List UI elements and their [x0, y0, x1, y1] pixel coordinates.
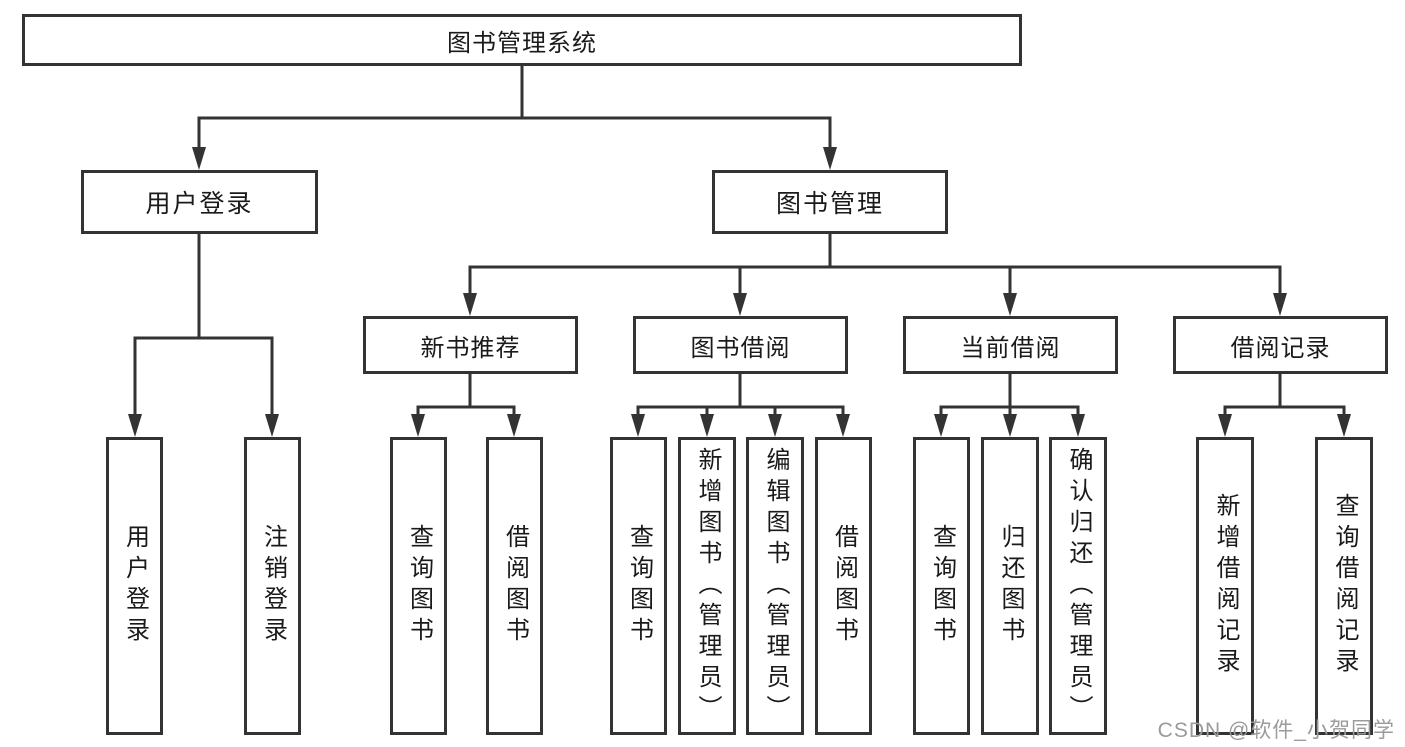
leaf-borrow-book-recommend-label: 借阅图书	[501, 524, 529, 648]
leaf-query-book-current-label: 查询图书	[928, 524, 956, 648]
leaf-add-borrow-record-label: 新增借阅记录	[1212, 493, 1239, 679]
node-root-system: 图书管理系统	[22, 14, 1022, 66]
leaf-borrow-book-label: 借阅图书	[830, 524, 858, 648]
leaf-logout-label: 注销登录	[259, 524, 287, 648]
leaf-return-book: 归还图书	[981, 437, 1039, 735]
csdn-watermark: CSDN @软件_小贺同学	[1157, 719, 1395, 742]
node-book-borrow: 图书借阅	[633, 316, 848, 374]
arrowhead-icons	[128, 147, 1351, 437]
leaf-query-book-recommend: 查询图书	[390, 437, 447, 735]
leaf-add-book-admin-label: 新增图书（管理员）	[694, 446, 721, 726]
node-borrow-records-label: 借阅记录	[1230, 334, 1331, 362]
leaf-query-book-borrow-label: 查询图书	[625, 524, 653, 648]
node-current-borrow: 当前借阅	[903, 316, 1118, 374]
node-user-login-label: 用户登录	[145, 190, 254, 218]
leaf-borrow-book-recommend: 借阅图书	[486, 437, 543, 735]
node-book-management-label: 图书管理	[775, 190, 884, 218]
leaf-confirm-return-admin-label: 确认归还（管理员）	[1065, 446, 1092, 726]
leaf-user-login-label: 用户登录	[121, 524, 149, 648]
leaf-confirm-return-admin: 确认归还（管理员）	[1049, 437, 1107, 735]
leaf-query-borrow-record: 查询借阅记录	[1315, 437, 1373, 735]
node-book-borrow-label: 图书借阅	[690, 334, 791, 362]
leaf-edit-book-admin-label: 编辑图书（管理员）	[762, 446, 789, 726]
node-user-login: 用户登录	[81, 170, 318, 234]
leaf-query-book-current: 查询图书	[913, 437, 970, 735]
leaf-borrow-book: 借阅图书	[815, 437, 872, 735]
leaf-add-borrow-record: 新增借阅记录	[1196, 437, 1254, 735]
node-new-book-recommend: 新书推荐	[363, 316, 578, 374]
node-root-label: 图书管理系统	[447, 29, 597, 57]
leaf-query-borrow-record-label: 查询借阅记录	[1331, 493, 1358, 679]
leaf-query-book-recommend-label: 查询图书	[405, 524, 433, 648]
node-borrow-records: 借阅记录	[1173, 316, 1388, 374]
node-book-management: 图书管理	[712, 170, 948, 234]
leaf-add-book-admin: 新增图书（管理员）	[678, 437, 736, 735]
leaf-query-book-borrow: 查询图书	[610, 437, 667, 735]
node-current-borrow-label: 当前借阅	[960, 334, 1061, 362]
leaf-user-login: 用户登录	[106, 437, 163, 735]
node-new-book-recommend-label: 新书推荐	[420, 334, 521, 362]
leaf-return-book-label: 归还图书	[997, 524, 1024, 648]
leaf-logout: 注销登录	[244, 437, 301, 735]
leaf-edit-book-admin: 编辑图书（管理员）	[746, 437, 804, 735]
